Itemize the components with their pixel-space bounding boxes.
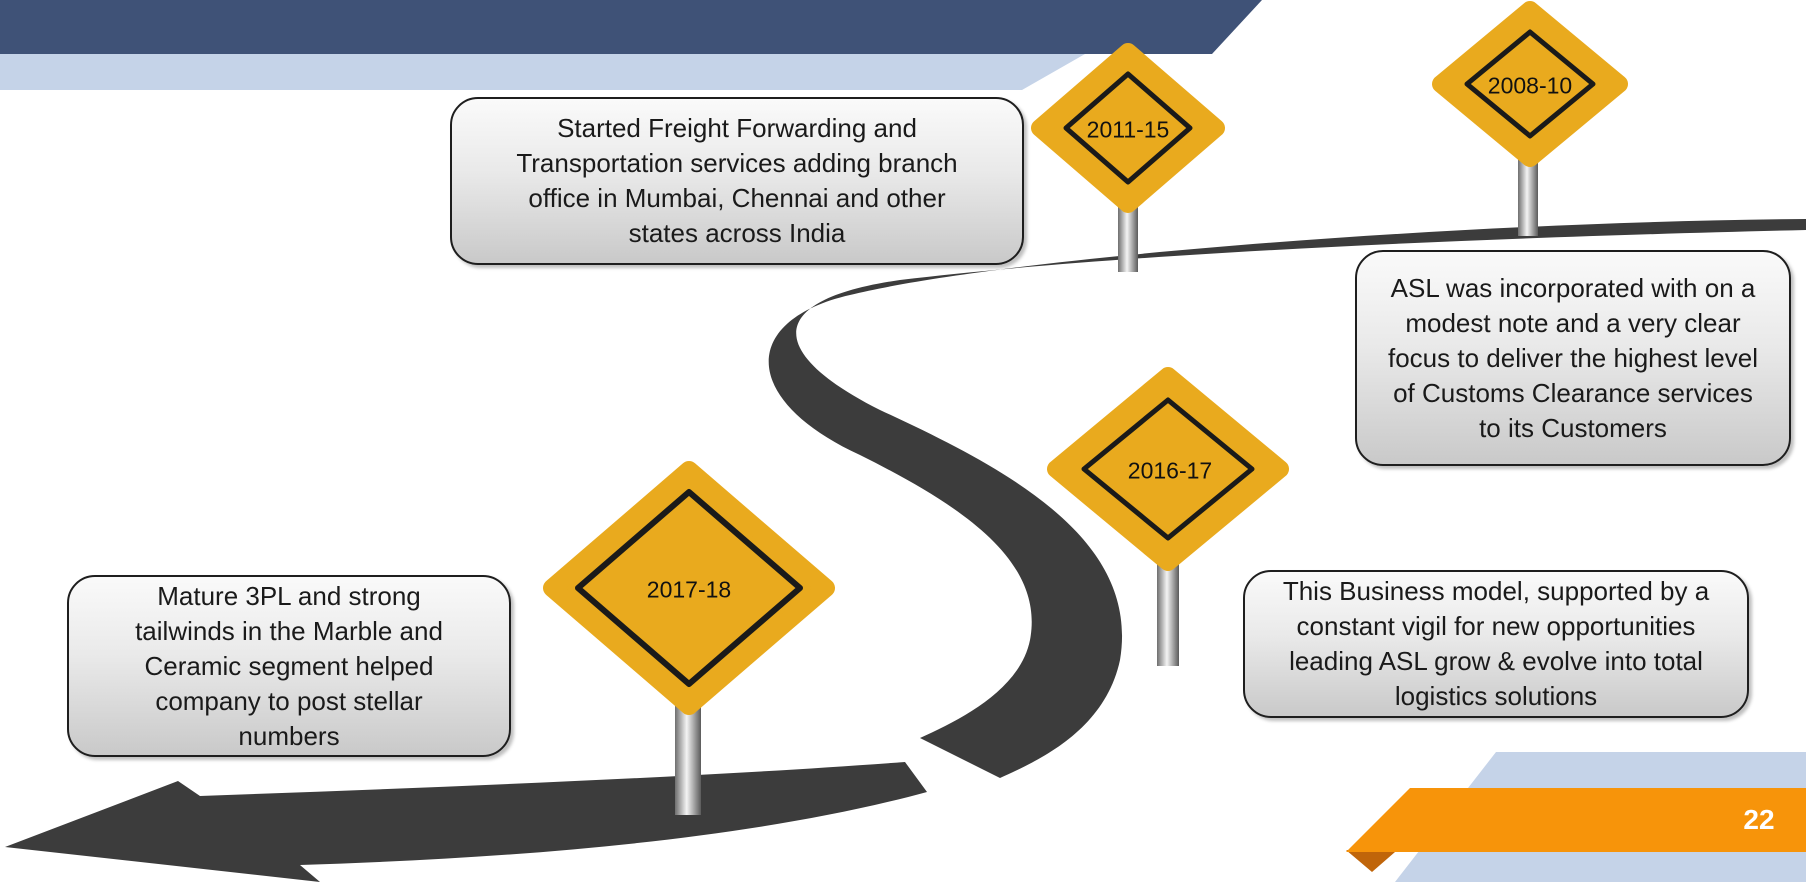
header-dark-band — [0, 0, 1262, 54]
page-number: 22 — [1743, 804, 1775, 835]
pole-2008-10 — [1518, 146, 1538, 236]
road-arrow — [5, 762, 927, 882]
milestone-box-2016-17: This Business model, supported by a cons… — [1243, 570, 1749, 718]
milestone-text-2016-17: This Business model, supported by a cons… — [1282, 576, 1710, 711]
milestone-box-2011-15: Started Freight Forwarding and Transport… — [450, 97, 1024, 265]
sign-2011-15 — [1031, 43, 1225, 213]
corner-orange-band — [1346, 788, 1806, 852]
sign-2016-17 — [1047, 367, 1289, 571]
corner-dark-fold — [1346, 850, 1395, 872]
milestone-text-2011-15: Started Freight Forwarding and Transport… — [516, 113, 958, 248]
sign-label-2016-17: 2016-17 — [1127, 457, 1213, 484]
sign-label-2011-15: 2011-15 — [1086, 116, 1170, 143]
sign-label-2017-18: 2017-18 — [646, 576, 732, 603]
header-light-band — [0, 54, 1085, 90]
sign-2017-18 — [543, 461, 835, 715]
sign-label-2008-10: 2008-10 — [1487, 72, 1573, 99]
road — [768, 219, 1806, 778]
milestone-box-2008-10: ASL was incorporated with on a modest no… — [1355, 250, 1791, 466]
sign-2008-10 — [1432, 1, 1628, 167]
milestone-box-2017-18: Mature 3PL and strong tailwinds in the M… — [67, 575, 511, 757]
milestone-text-2008-10: ASL was incorporated with on a modest no… — [1388, 272, 1758, 443]
milestone-text-2017-18: Mature 3PL and strong tailwinds in the M… — [135, 580, 443, 751]
